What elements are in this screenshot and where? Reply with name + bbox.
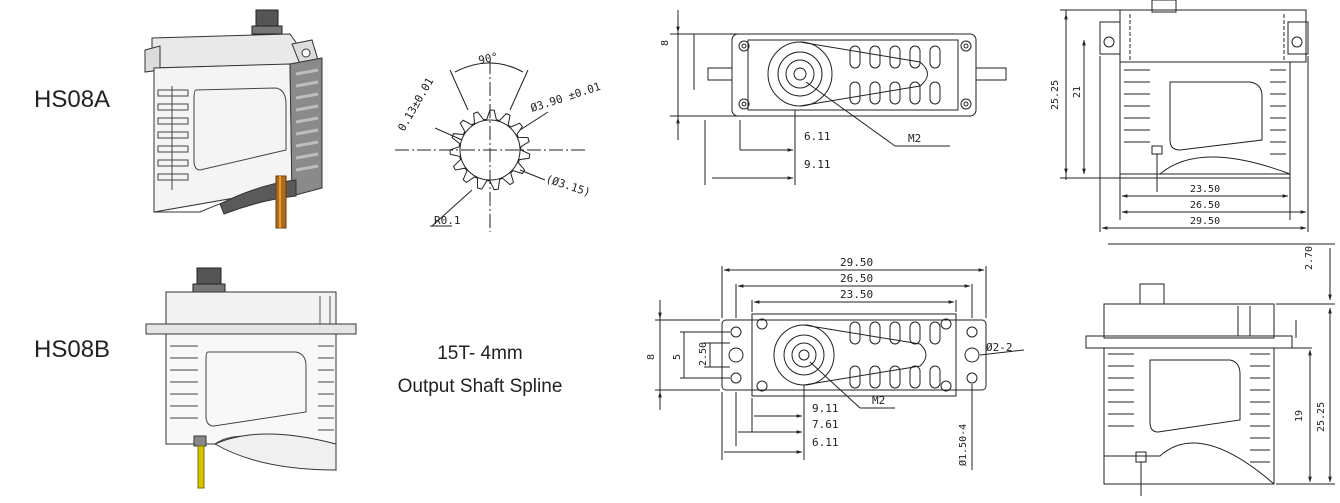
top-b-hole-spec: Ø2-2 <box>986 341 1013 354</box>
spline-tooth-tolerance: 0.13±0.01 <box>395 75 436 133</box>
top-b-height-total: 8 <box>646 354 657 360</box>
side-a-height-body: 21 <box>1072 86 1083 98</box>
top-a-height-dim: 8 <box>660 40 671 46</box>
top-a-screw: M2 <box>908 132 921 145</box>
top-view-hs08a <box>670 10 1007 185</box>
side-view-hs08b <box>1085 243 1335 496</box>
side-a-width1: 23.50 <box>1190 184 1220 195</box>
top-a-dim1: 6.11 <box>804 130 831 143</box>
servo-render-hs08a <box>144 9 323 229</box>
spline-spec-text: 15T- 4mm <box>437 343 523 364</box>
top-b-height-holes: 2.50 <box>698 342 709 366</box>
spline-detail-drawing <box>395 60 585 232</box>
top-b-dim2: 7.61 <box>812 418 839 431</box>
top-b-screw: M2 <box>872 394 885 407</box>
servo-render-hs08b <box>145 267 357 489</box>
top-a-dim2: 9.11 <box>804 158 831 171</box>
side-b-height-body: 19 <box>1294 410 1305 422</box>
top-b-width3: 29.50 <box>840 256 873 269</box>
spline-angle-label: 90° <box>477 50 499 67</box>
top-b-dim3: 6.11 <box>812 436 839 449</box>
spline-inner-diameter: (Ø3.15) <box>544 172 592 199</box>
side-a-width3: 29.50 <box>1190 216 1220 227</box>
top-b-dim1: 9.11 <box>812 402 839 415</box>
spline-root-radius: R0.1 <box>434 214 461 227</box>
spline-outer-diameter: Ø3.90 ±0.01 <box>529 80 602 115</box>
top-b-height-mid: 5 <box>672 354 683 360</box>
side-a-width2: 26.50 <box>1190 200 1220 211</box>
top-b-width1: 23.50 <box>840 288 873 301</box>
top-b-pin-spec: Ø1.50-4 <box>957 424 969 466</box>
model-label-hs08b: HS08B <box>34 336 111 363</box>
side-b-height-total: 25.25 <box>1316 402 1327 432</box>
top-b-width2: 26.50 <box>840 272 873 285</box>
side-b-top-dim: 2.70 <box>1304 246 1315 270</box>
spline-spec-caption: Output Shaft Spline <box>397 376 563 397</box>
model-label-hs08a: HS08A <box>34 86 111 113</box>
top-view-hs08b <box>655 266 1025 470</box>
side-a-height-total: 25.25 <box>1050 80 1061 110</box>
side-view-hs08a <box>1060 0 1309 232</box>
